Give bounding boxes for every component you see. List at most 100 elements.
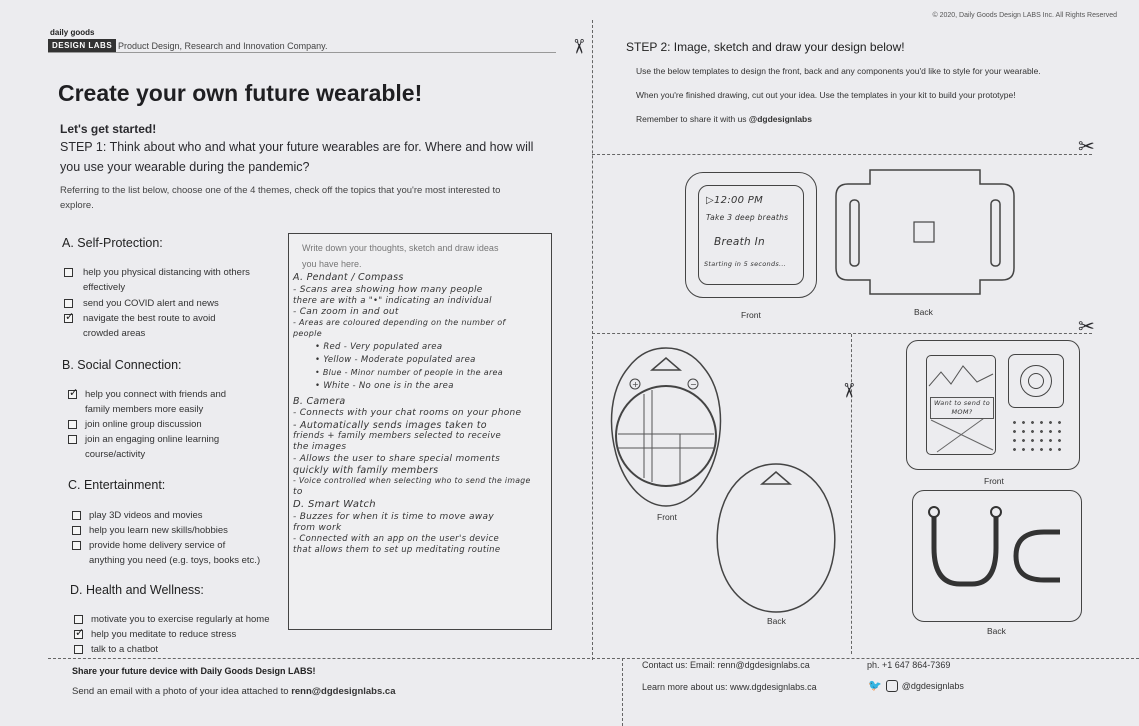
option-label: join online group discussion xyxy=(85,419,202,430)
checkbox[interactable] xyxy=(64,299,73,308)
section-d-title: D. Health and Wellness: xyxy=(70,583,204,597)
checkbox-checked[interactable] xyxy=(64,310,74,325)
checkbox[interactable] xyxy=(74,615,83,624)
camera-screen xyxy=(926,355,996,455)
option-label: play 3D videos and movies xyxy=(89,510,203,521)
sketch-line xyxy=(936,415,988,453)
option-label: help you connect with friends and xyxy=(85,389,227,400)
u-end xyxy=(990,506,1002,518)
checkbox[interactable] xyxy=(68,420,77,429)
speaker-grille-icon xyxy=(1010,418,1066,454)
pendant-back-hook xyxy=(759,471,793,485)
watch-text-1: Take 3 deep breaths xyxy=(706,213,789,222)
scissors-icon: ✂ xyxy=(1078,136,1095,158)
option-a2: send you COVID alert and news xyxy=(64,296,284,311)
footer-email-link[interactable]: renn@dgdesignlabs.ca xyxy=(291,686,396,697)
note-line: - Allows the user to share special momen… xyxy=(293,454,501,464)
pendant-outline xyxy=(610,347,722,507)
camera-back-template[interactable] xyxy=(912,490,1082,622)
note-line: from work xyxy=(293,523,342,533)
camera-lens-inner xyxy=(1028,373,1044,389)
option-c3: provide home delivery service of anythin… xyxy=(72,538,292,568)
option-label: help you physical distancing with others xyxy=(83,267,250,278)
step2-line-2: When you're finished drawing, cut out yo… xyxy=(636,90,1016,100)
note-line: - Voice controlled when selecting who to… xyxy=(293,476,531,485)
camera-lens-icon xyxy=(1020,365,1052,397)
minus-icon: − xyxy=(690,380,697,389)
notes-box[interactable] xyxy=(288,233,552,630)
pendant-front-template[interactable]: + − xyxy=(604,344,728,510)
twitter-icon[interactable]: 🐦 xyxy=(868,680,882,692)
option-label: join an engaging online learning xyxy=(85,434,220,445)
checkbox-checked[interactable] xyxy=(68,386,78,401)
instagram-icon[interactable] xyxy=(885,679,898,692)
logo-top-text: daily goods xyxy=(50,28,95,37)
footer-phone: ph. +1 647 864-7369 xyxy=(867,660,951,670)
checkbox-checked[interactable] xyxy=(74,626,84,641)
note-line: - Areas are coloured depending on the nu… xyxy=(293,318,506,327)
footer-cut-line xyxy=(48,658,1139,659)
u-end xyxy=(928,506,940,518)
plus-button xyxy=(629,378,641,390)
camera-back-sketch xyxy=(928,506,1060,587)
page-title: Create your own future wearable! xyxy=(58,80,423,106)
watch-front-template[interactable] xyxy=(685,172,817,298)
minus-button xyxy=(687,378,699,390)
checkbox[interactable] xyxy=(64,268,73,277)
option-label: help you meditate to reduce stress xyxy=(91,629,237,640)
sketch-line xyxy=(930,419,994,451)
footer-contact[interactable]: Contact us: Email: renn@dgdesignlabs.ca xyxy=(642,660,810,670)
checkbox[interactable] xyxy=(72,541,81,550)
section-c-title: C. Entertainment: xyxy=(68,478,166,492)
watch-front-inner xyxy=(698,185,804,285)
option-a1: help you physical distancing with others… xyxy=(64,265,284,295)
option-d2: help you meditate to reduce stress xyxy=(74,626,294,642)
footer-social: 🐦 @dgdesignlabs xyxy=(868,679,964,692)
option-label: navigate the best route to avoid xyxy=(83,313,216,324)
option-d1: motivate you to exercise regularly at ho… xyxy=(74,612,294,627)
note-line: • Red - Very populated area xyxy=(315,342,443,352)
watch-back-template[interactable] xyxy=(830,164,1020,300)
mountain-sketch xyxy=(928,365,994,387)
watch-text-2: Breath In xyxy=(714,236,765,248)
share-text: Remember to share it with us xyxy=(636,114,749,124)
note-line: friends + family members selected to rec… xyxy=(293,431,502,441)
pendant-map-screen xyxy=(615,385,717,487)
checkbox[interactable] xyxy=(68,435,77,444)
step1-line-2: you use your wearable during the pandemi… xyxy=(60,160,310,174)
notes-prompt-line-2: you have here. xyxy=(302,259,362,269)
pendant-front-caption: Front xyxy=(657,512,677,522)
header-divider xyxy=(48,52,556,53)
option-d3: talk to a chatbot xyxy=(74,642,294,657)
note-line: D. Smart Watch xyxy=(293,499,376,510)
step2-line-1: Use the below templates to design the fr… xyxy=(636,66,1041,76)
camera-back-caption: Back xyxy=(987,626,1006,636)
pendant-hook xyxy=(649,357,683,371)
option-b1: help you connect with friends and family… xyxy=(68,386,288,417)
note-line: - Can zoom in and out xyxy=(293,307,399,317)
step2-heading: STEP 2: Image, sketch and draw your desi… xyxy=(626,40,905,54)
note-line: B. Camera xyxy=(293,396,346,407)
share-handle: @dgdesignlabs xyxy=(748,114,812,124)
pendant-back-template[interactable] xyxy=(710,460,842,616)
vertical-cut-line xyxy=(592,20,593,660)
u-shape xyxy=(931,512,999,587)
note-line: - Connects with your chat rooms on your … xyxy=(293,408,522,418)
step1-line-1: STEP 1: Think about who and what your fu… xyxy=(60,140,534,154)
option-label: provide home delivery service of xyxy=(89,540,226,551)
section-b-title: B. Social Connection: xyxy=(62,358,182,372)
section-a-title: A. Self-Protection: xyxy=(62,236,163,250)
checkbox[interactable] xyxy=(74,645,83,654)
lets-started-heading: Let's get started! xyxy=(60,122,157,136)
checkbox[interactable] xyxy=(72,511,81,520)
camera-front-template[interactable] xyxy=(906,340,1080,470)
step2-line-3: Remember to share it with us @dgdesignla… xyxy=(636,114,812,124)
note-line: - Automatically sends images taken to xyxy=(293,420,487,431)
vertical-cut-line-2 xyxy=(851,334,852,654)
footer-learn-more[interactable]: Learn more about us: www.dgdesignlabs.ca xyxy=(642,682,817,692)
checkbox[interactable] xyxy=(72,526,81,535)
camera-front-caption: Front xyxy=(984,476,1004,486)
instructions-line-1: Referring to the list below, choose one … xyxy=(60,185,501,196)
instructions: Referring to the list below, choose one … xyxy=(60,183,550,213)
